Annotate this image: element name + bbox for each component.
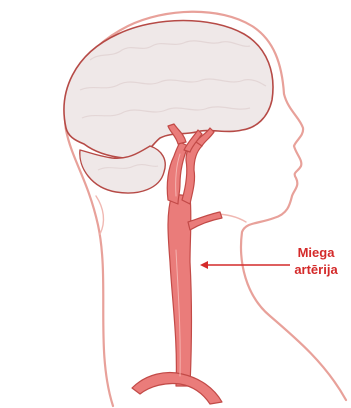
artery-label-line2: artērija [286,261,346,278]
artery-label: Miega artērija [286,244,346,278]
artery-label-line1: Miega [286,244,346,261]
